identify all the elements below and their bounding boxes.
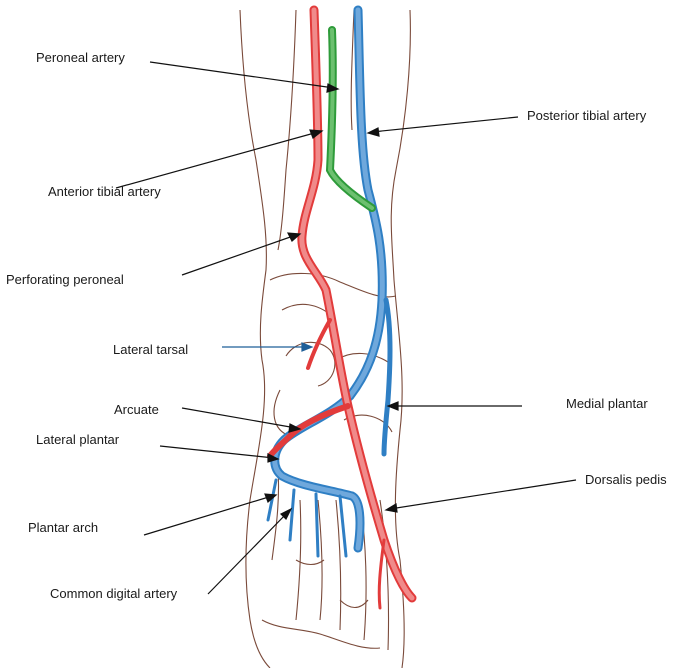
- label-arcuate: Arcuate: [114, 402, 159, 417]
- leg-foot-outline: [239, 9, 411, 668]
- leader-lines: [115, 61, 577, 595]
- label-posterior-tibial-artery: Posterior tibial artery: [527, 108, 647, 123]
- peroneal-vessel: [325, 26, 376, 212]
- label-lateral-plantar: Lateral plantar: [36, 432, 120, 447]
- label-plantar-arch: Plantar arch: [28, 520, 99, 535]
- anterior-tibial-vessel: [267, 5, 417, 610]
- label-medial-plantar: Medial plantar: [566, 396, 648, 411]
- label-anterior-tibial-artery: Anterior tibial artery: [48, 184, 161, 199]
- label-perforating-peroneal: Perforating peroneal: [6, 272, 124, 287]
- label-lateral-tarsal: Lateral tarsal: [113, 342, 189, 357]
- label-common-digital-artery: Common digital artery: [50, 586, 178, 601]
- label-peroneal-artery: Peroneal artery: [36, 50, 125, 65]
- label-dorsalis-pedis: Dorsalis pedis: [585, 472, 667, 487]
